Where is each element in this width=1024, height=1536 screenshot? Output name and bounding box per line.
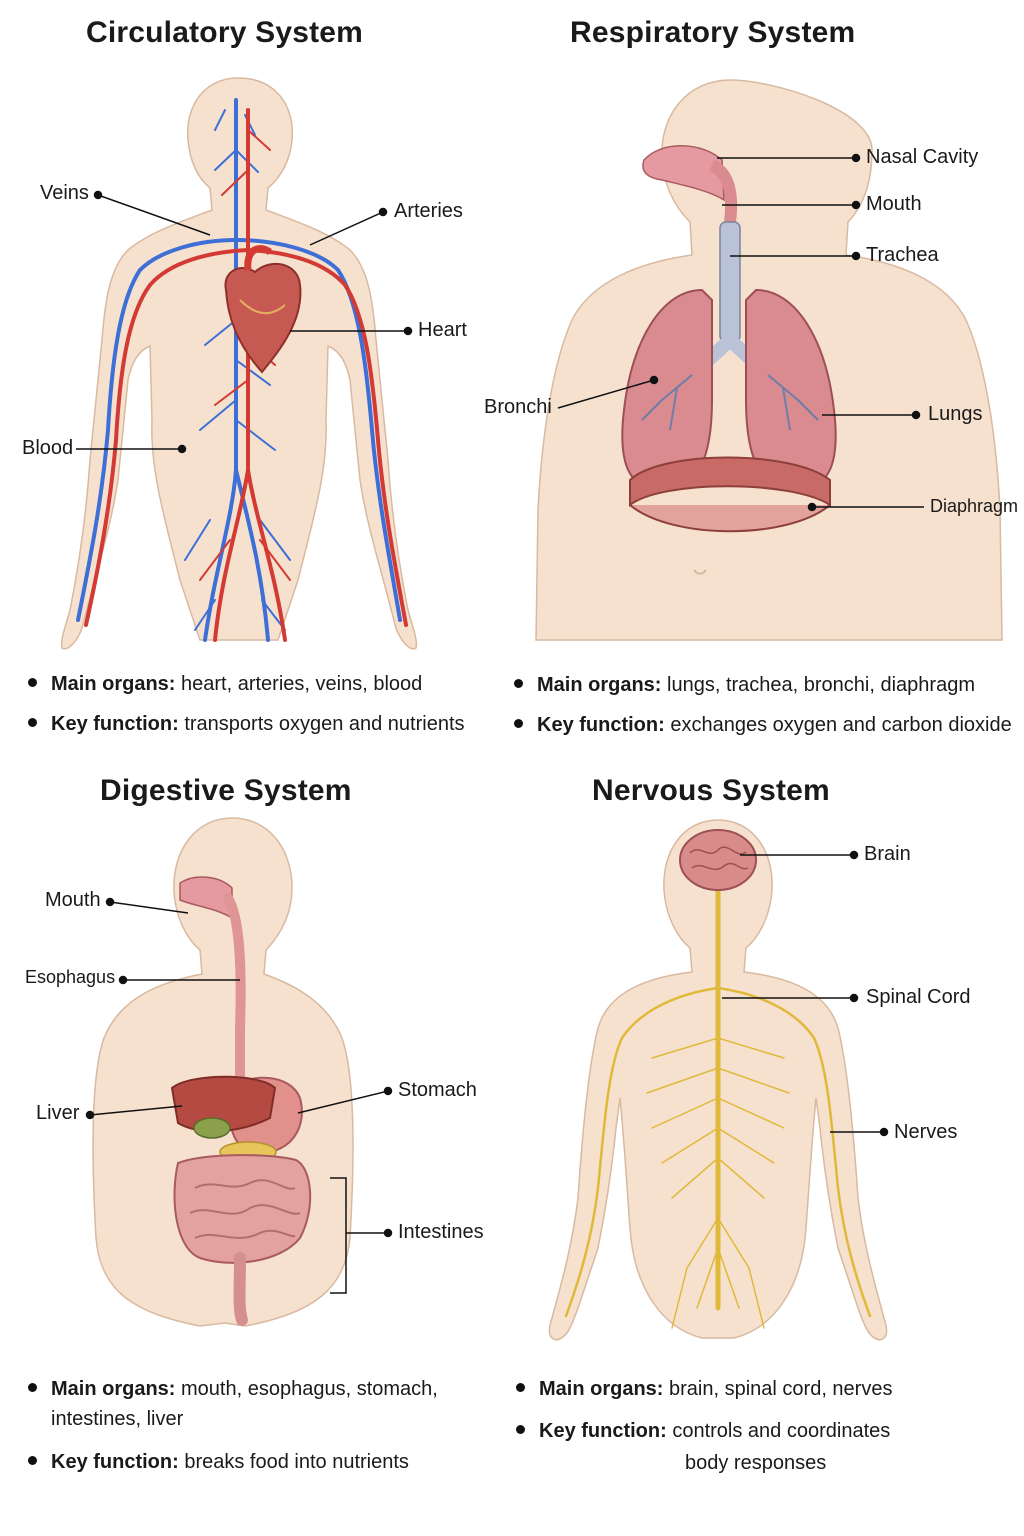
nervous-key-function: Key function: controls and coordinates [516,1414,890,1448]
bullet-dot [516,1383,525,1392]
label-nasal-cavity: Nasal Cavity [866,146,978,169]
label-mouth: Mouth [45,889,101,912]
label-brain: Brain [864,843,911,866]
digestive-main-organs-cont: intestines, liver [51,1402,183,1436]
circulatory-title: Circulatory System [86,16,363,50]
respiratory-figure [512,0,1024,768]
label-bronchi: Bronchi [484,396,552,419]
nervous-main-organs: Main organs: brain, spinal cord, nerves [516,1372,892,1406]
circulatory-figure [0,0,512,768]
label-arteries: Arteries [394,200,463,223]
respiratory-key-function: Key function: exchanges oxygen and carbo… [514,708,1012,742]
bullet-dot [28,678,37,687]
label-heart: Heart [418,319,467,342]
label-diaphragm: Diaphragm [930,496,1018,517]
label-spinal-cord: Spinal Cord [866,986,971,1009]
label-esophagus: Esophagus [25,967,115,988]
nervous-panel: Nervous System Brain Spinal Cord Nerves … [512,768,1024,1536]
label-blood: Blood [22,437,73,460]
respiratory-panel: Respiratory System Nasal Cavity Mouth Tr… [512,0,1024,768]
respiratory-title: Respiratory System [570,16,855,50]
circulatory-panel: Circulatory System Veins Arteries Heart … [0,0,512,768]
digestive-main-organs: Main organs: mouth, esophagus, stomach, [28,1372,438,1406]
nervous-key-function-cont: body responses [685,1446,826,1480]
brain-organ [680,830,756,890]
label-trachea: Trachea [866,244,939,267]
bullet-dot [28,1456,37,1465]
digestive-title: Digestive System [100,774,352,808]
digestive-key-function: Key function: breaks food into nutrients [28,1445,409,1479]
bullet-dot [514,719,523,728]
label-nerves: Nerves [894,1121,957,1144]
label-lungs: Lungs [928,403,983,426]
nervous-title: Nervous System [592,774,830,808]
label-liver: Liver [36,1102,79,1125]
intestines-shape [174,1155,310,1263]
respiratory-main-organs: Main organs: lungs, trachea, bronchi, di… [514,668,975,702]
circulatory-main-organs: Main organs: heart, arteries, veins, blo… [28,667,422,701]
bullet-dot [514,679,523,688]
label-stomach: Stomach [398,1079,477,1102]
label-mouth: Mouth [866,193,922,216]
digestive-panel: Digestive System Mouth Esophagus Liver S… [0,768,512,1536]
bullet-dot [516,1425,525,1434]
bullet-dot [28,718,37,727]
bullet-dot [28,1383,37,1392]
label-veins: Veins [40,182,89,205]
circulatory-key-function: Key function: transports oxygen and nutr… [28,707,465,741]
label-intestines: Intestines [398,1221,484,1244]
